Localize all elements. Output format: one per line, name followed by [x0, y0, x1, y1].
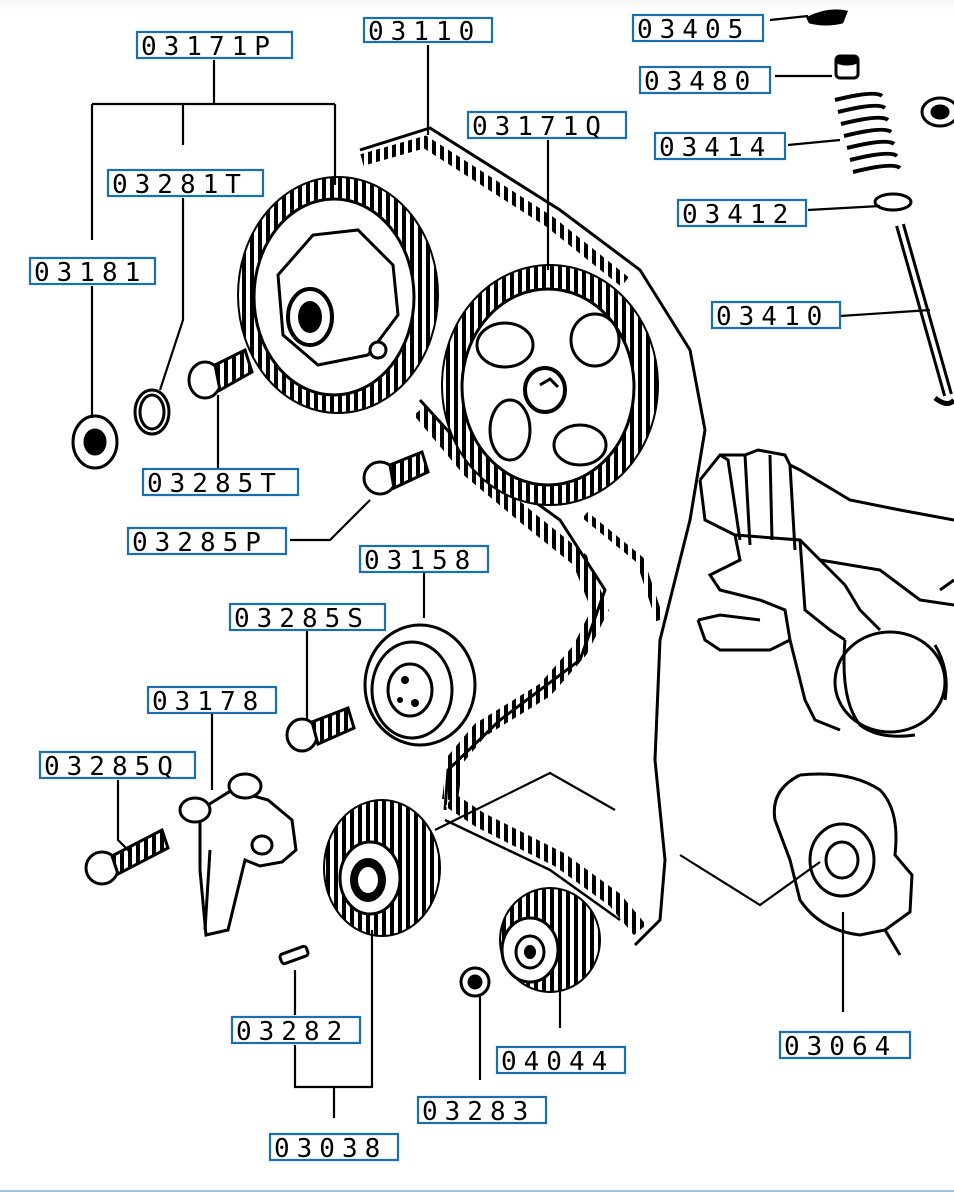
- bottom-divider: [0, 1190, 954, 1192]
- bolt-03285S: [285, 706, 356, 753]
- svg-text:03158: 03158: [364, 546, 477, 576]
- svg-text:03285P: 03285P: [132, 528, 268, 558]
- callout-03414[interactable]: 03414: [653, 131, 787, 163]
- callout-03038[interactable]: 03038: [268, 1132, 400, 1164]
- callout-03171Q[interactable]: 03171Q: [466, 110, 628, 142]
- callout-03178[interactable]: 03178: [146, 685, 278, 717]
- callout-03285S[interactable]: 03285S: [228, 602, 387, 634]
- svg-text:03064: 03064: [784, 1032, 897, 1062]
- svg-text:03285T: 03285T: [147, 469, 283, 499]
- callout-03410[interactable]: 03410: [710, 300, 842, 332]
- svg-text:03285S: 03285S: [234, 604, 370, 634]
- svg-text:03282: 03282: [236, 1017, 349, 1047]
- callout-03412[interactable]: 03412: [676, 198, 808, 230]
- svg-text:03281T: 03281T: [112, 170, 248, 200]
- svg-text:03038: 03038: [274, 1134, 387, 1164]
- engine-block-outline: [696, 448, 954, 738]
- svg-text:03171Q: 03171Q: [472, 112, 608, 142]
- callout-03281T[interactable]: 03281T: [106, 168, 265, 200]
- crankshaft-sprocket: [323, 799, 441, 937]
- svg-text:03410: 03410: [716, 302, 829, 332]
- svg-text:03285Q: 03285Q: [44, 752, 180, 782]
- callout-03064[interactable]: 03064: [778, 1030, 912, 1062]
- callout-03283[interactable]: 03283: [416, 1095, 548, 1127]
- callout-03110[interactable]: 03110: [362, 16, 494, 47]
- svg-text:03412: 03412: [682, 200, 795, 230]
- camshaft-sprocket-right: [441, 264, 659, 506]
- svg-text:03181: 03181: [34, 258, 147, 288]
- svg-text:03414: 03414: [659, 133, 772, 163]
- valve-assembly: [805, 9, 954, 406]
- callout-04044[interactable]: 04044: [495, 1045, 627, 1077]
- bolt-03285T: [187, 347, 254, 400]
- tensioner-arm: [178, 772, 298, 937]
- valve-spring: [834, 91, 902, 174]
- callout-labels: 03171P 03110 03405 03480 03281T 03171Q 0…: [28, 13, 912, 1164]
- bolt-03285Q: [84, 827, 170, 886]
- washer-03181: [71, 414, 119, 470]
- callout-03480[interactable]: 03480: [638, 65, 772, 97]
- callout-03285T[interactable]: 03285T: [141, 467, 300, 499]
- leader-lines: [90, 14, 931, 1118]
- svg-text:03480: 03480: [644, 67, 757, 97]
- svg-text:03283: 03283: [422, 1097, 535, 1127]
- callout-03282[interactable]: 03282: [230, 1015, 362, 1047]
- o-ring-03281T: [133, 388, 171, 436]
- svg-text:03110: 03110: [368, 17, 481, 47]
- nut-03283: [459, 966, 491, 998]
- callout-03171P[interactable]: 03171P: [135, 30, 294, 62]
- svg-text:03405: 03405: [637, 15, 750, 45]
- timing-belt-cover-plate: [772, 772, 914, 956]
- key-03282: [278, 944, 310, 966]
- callout-03405[interactable]: 03405: [631, 13, 765, 45]
- svg-text:03178: 03178: [152, 687, 265, 717]
- svg-text:03171P: 03171P: [141, 32, 277, 62]
- callout-03158[interactable]: 03158: [358, 544, 490, 576]
- bolt-03285P: [362, 449, 430, 496]
- idler-pulley: [499, 887, 601, 993]
- svg-text:04044: 04044: [501, 1047, 614, 1077]
- callout-03181[interactable]: 03181: [28, 256, 157, 288]
- tensioner-pulley: [363, 623, 477, 747]
- callout-03285P[interactable]: 03285P: [126, 526, 288, 558]
- top-edge-shade: [0, 0, 954, 10]
- camshaft-sprocket-left: [237, 176, 439, 414]
- callout-03285Q[interactable]: 03285Q: [38, 750, 197, 782]
